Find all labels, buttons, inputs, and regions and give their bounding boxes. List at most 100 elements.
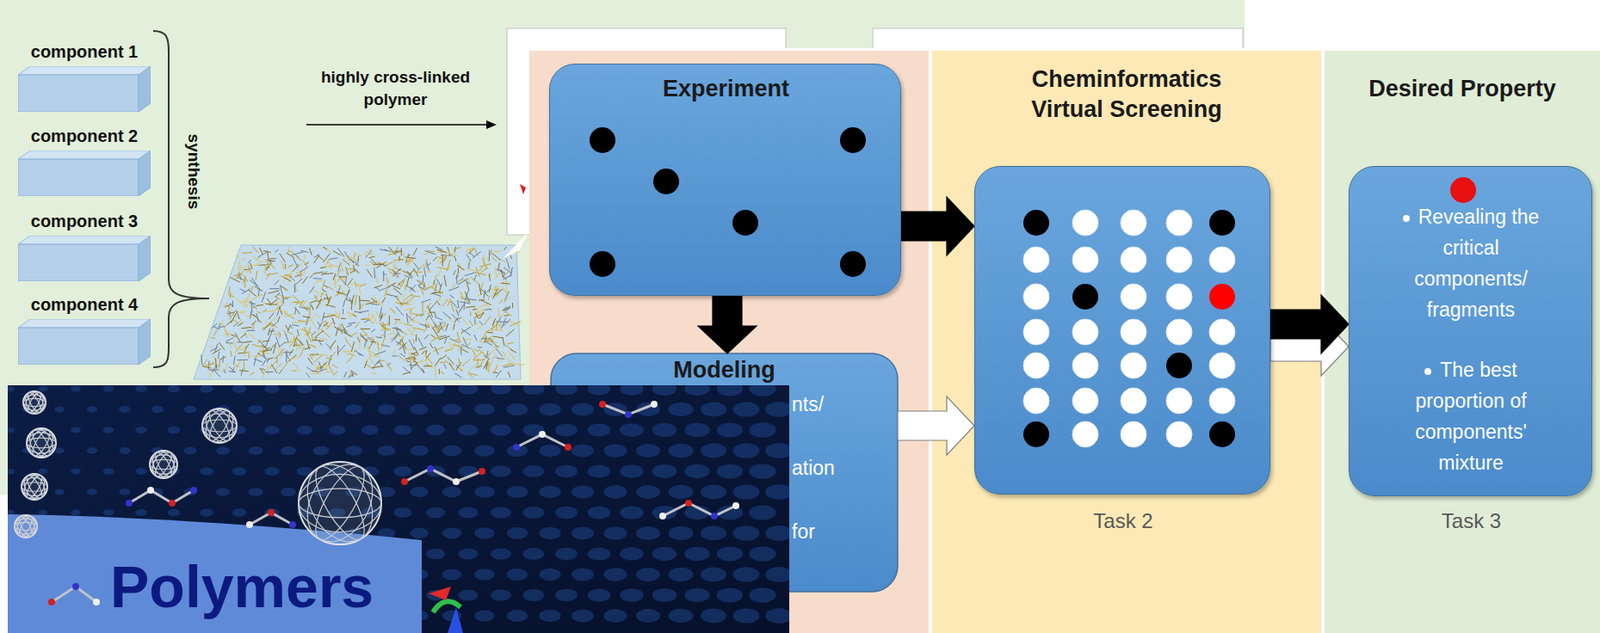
bullet-dot: [1402, 215, 1410, 223]
mesh-strand: [370, 358, 376, 367]
box-title-wrap: Modeling: [550, 356, 898, 384]
mesh-strand: [508, 358, 511, 368]
mesh-strand: [493, 288, 499, 299]
mesh-strand: [379, 313, 387, 320]
stick-molecule: [289, 521, 297, 529]
mesh-strand: [386, 294, 398, 297]
mesh-strand: [461, 293, 463, 298]
mesh-strand: [457, 300, 459, 309]
mesh-strand: [424, 334, 429, 340]
pattern-dot: [393, 466, 412, 477]
mesh-strand: [498, 262, 501, 271]
sample-dot: [1166, 247, 1193, 273]
pattern-dot: [765, 484, 790, 501]
arrow-label: highly cross-linked polymer: [302, 66, 489, 112]
pattern-dot: [506, 568, 528, 581]
mesh-strand: [253, 358, 263, 363]
mesh-strand: [421, 301, 423, 313]
sample-dot: [1072, 210, 1099, 236]
ribbon: [428, 586, 451, 601]
mesh-strand: [265, 321, 268, 327]
mesh-strand: [478, 308, 486, 320]
mesh-strand: [466, 250, 471, 254]
mesh-strand: [249, 372, 255, 377]
mesh-strand: [380, 286, 391, 291]
mesh-strand: [446, 259, 451, 272]
fullerene: [205, 407, 234, 445]
mesh-strand: [409, 309, 411, 322]
mesh-strand: [463, 339, 473, 340]
mesh-strand: [438, 269, 442, 278]
mesh-strand: [232, 367, 235, 372]
mesh-strand: [364, 338, 367, 348]
pattern-dot: [442, 445, 463, 458]
mesh-strand: [244, 302, 250, 309]
mesh-strand: [240, 258, 248, 261]
mesh-strand: [321, 289, 328, 293]
task-label-wrap: Task 2: [975, 509, 1272, 535]
component-slab: [18, 327, 139, 365]
mesh-strand: [419, 284, 424, 296]
mesh-strand: [320, 363, 326, 370]
mesh-strand: [432, 334, 443, 340]
fullerene: [200, 405, 239, 448]
mesh-strand: [508, 351, 516, 361]
mesh-strand: [475, 312, 478, 319]
fullerene: [24, 473, 45, 501]
mesh-strand: [494, 272, 501, 280]
mesh-strand: [333, 273, 336, 281]
mesh-strand: [257, 339, 261, 343]
mesh-strand: [267, 328, 270, 336]
pattern-dot: [523, 385, 545, 396]
mesh-strand: [278, 370, 283, 375]
mesh-strand: [376, 275, 378, 285]
mesh-strand: [454, 255, 457, 261]
mesh-strand: [279, 286, 284, 298]
mesh-strand: [472, 308, 477, 310]
mesh-strand: [442, 312, 451, 320]
mesh-strand: [463, 337, 467, 346]
mesh-strand: [297, 320, 308, 322]
task-label-wrap: Task 3: [1349, 509, 1594, 535]
pattern-dot: [571, 610, 594, 624]
pattern-dot: [167, 426, 181, 435]
mesh-strand: [466, 254, 472, 261]
mesh-strand: [391, 284, 401, 290]
pattern-dot: [361, 425, 379, 436]
mesh-strand: [277, 316, 280, 324]
mesh-strand: [259, 247, 263, 255]
bullet-text: Revealing the critical components/ fragm…: [1414, 205, 1539, 322]
mesh-strand: [386, 362, 392, 371]
mesh-strand: [434, 281, 437, 291]
mesh-strand: [493, 336, 505, 339]
mesh-strand: [332, 317, 335, 325]
stick-molecule: [659, 500, 740, 520]
mesh-strand: [282, 297, 289, 299]
stick-molecule: [512, 431, 572, 451]
mesh-strand: [252, 323, 254, 331]
mesh-strand: [277, 331, 282, 336]
mesh-strand: [309, 247, 313, 255]
pattern-dot: [118, 447, 130, 455]
mesh-strand: [423, 365, 433, 367]
pattern-dot: [264, 426, 279, 435]
mesh-strand: [458, 304, 464, 313]
sample-dot: [1023, 210, 1050, 236]
pattern-dot: [684, 588, 710, 604]
ribbon: [447, 607, 464, 633]
stick-molecule: [478, 468, 486, 476]
mesh-strand: [240, 333, 247, 339]
mesh-strand: [369, 256, 376, 259]
pattern-dot: [345, 404, 363, 414]
mesh-strand: [314, 313, 320, 319]
mesh-strand: [299, 259, 306, 264]
mesh-strand: [284, 313, 295, 320]
mesh-strand: [393, 261, 396, 272]
mesh-strand: [372, 314, 377, 324]
mesh-strand: [251, 277, 258, 287]
pattern-dot: [264, 467, 279, 476]
mesh-strand: [461, 328, 471, 335]
pattern-dot: [409, 487, 429, 498]
property-column: Revealing the critical components/ fragm…: [1324, 50, 1600, 633]
